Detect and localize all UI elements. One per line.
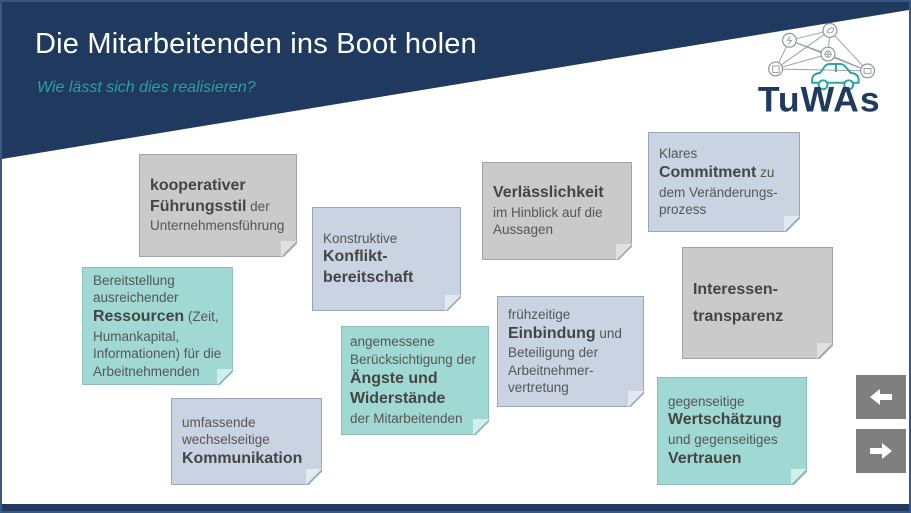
lightning-icon bbox=[786, 36, 793, 45]
camera-icon bbox=[863, 68, 872, 74]
page-title: Die Mitarbeitenden ins Boot holen bbox=[35, 28, 477, 60]
network-nodes-icon bbox=[768, 22, 876, 79]
leaf-icon bbox=[826, 27, 835, 34]
back-button[interactable] bbox=[856, 375, 906, 419]
footer-bar bbox=[2, 504, 909, 511]
sticky-note-text: Interessen-transparenz bbox=[693, 280, 784, 325]
arrow-right-icon bbox=[870, 443, 892, 459]
page-subtitle: Wie lässt sich dies realisieren? bbox=[37, 79, 256, 96]
sticky-note-interessentransparenz: Interessen-transparenz bbox=[682, 247, 833, 359]
forward-button[interactable] bbox=[856, 429, 906, 473]
arrow-left-icon bbox=[870, 389, 892, 405]
station-icon bbox=[772, 65, 780, 73]
logo-wordmark: TuWAs bbox=[758, 79, 881, 119]
wheel-spokes-icon bbox=[825, 51, 831, 58]
car-icon bbox=[811, 63, 860, 91]
wheel-icon bbox=[824, 50, 832, 58]
tuwas-logo: TuWAs bbox=[758, 22, 881, 119]
